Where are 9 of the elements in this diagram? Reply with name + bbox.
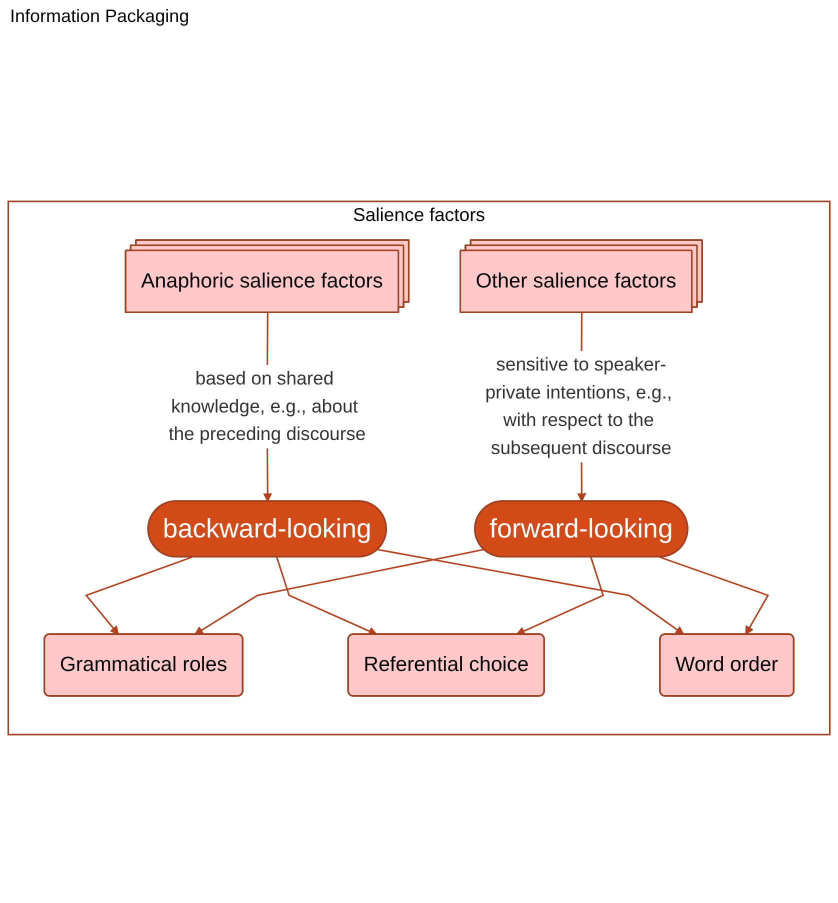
edge-label: sensitive to speaker-private intentions, e.g., with respect to the subsequent discourse [485, 354, 672, 458]
arrow [276, 556, 378, 636]
arrow [660, 556, 770, 635]
arrow [194, 548, 484, 635]
section-label: Information Packaging [10, 6, 190, 27]
arrow [84, 556, 192, 635]
arrow [516, 556, 604, 636]
edge-label: based on shared knowledge, e.g., about the preceding discourse [168, 368, 366, 444]
arrow [378, 548, 684, 635]
